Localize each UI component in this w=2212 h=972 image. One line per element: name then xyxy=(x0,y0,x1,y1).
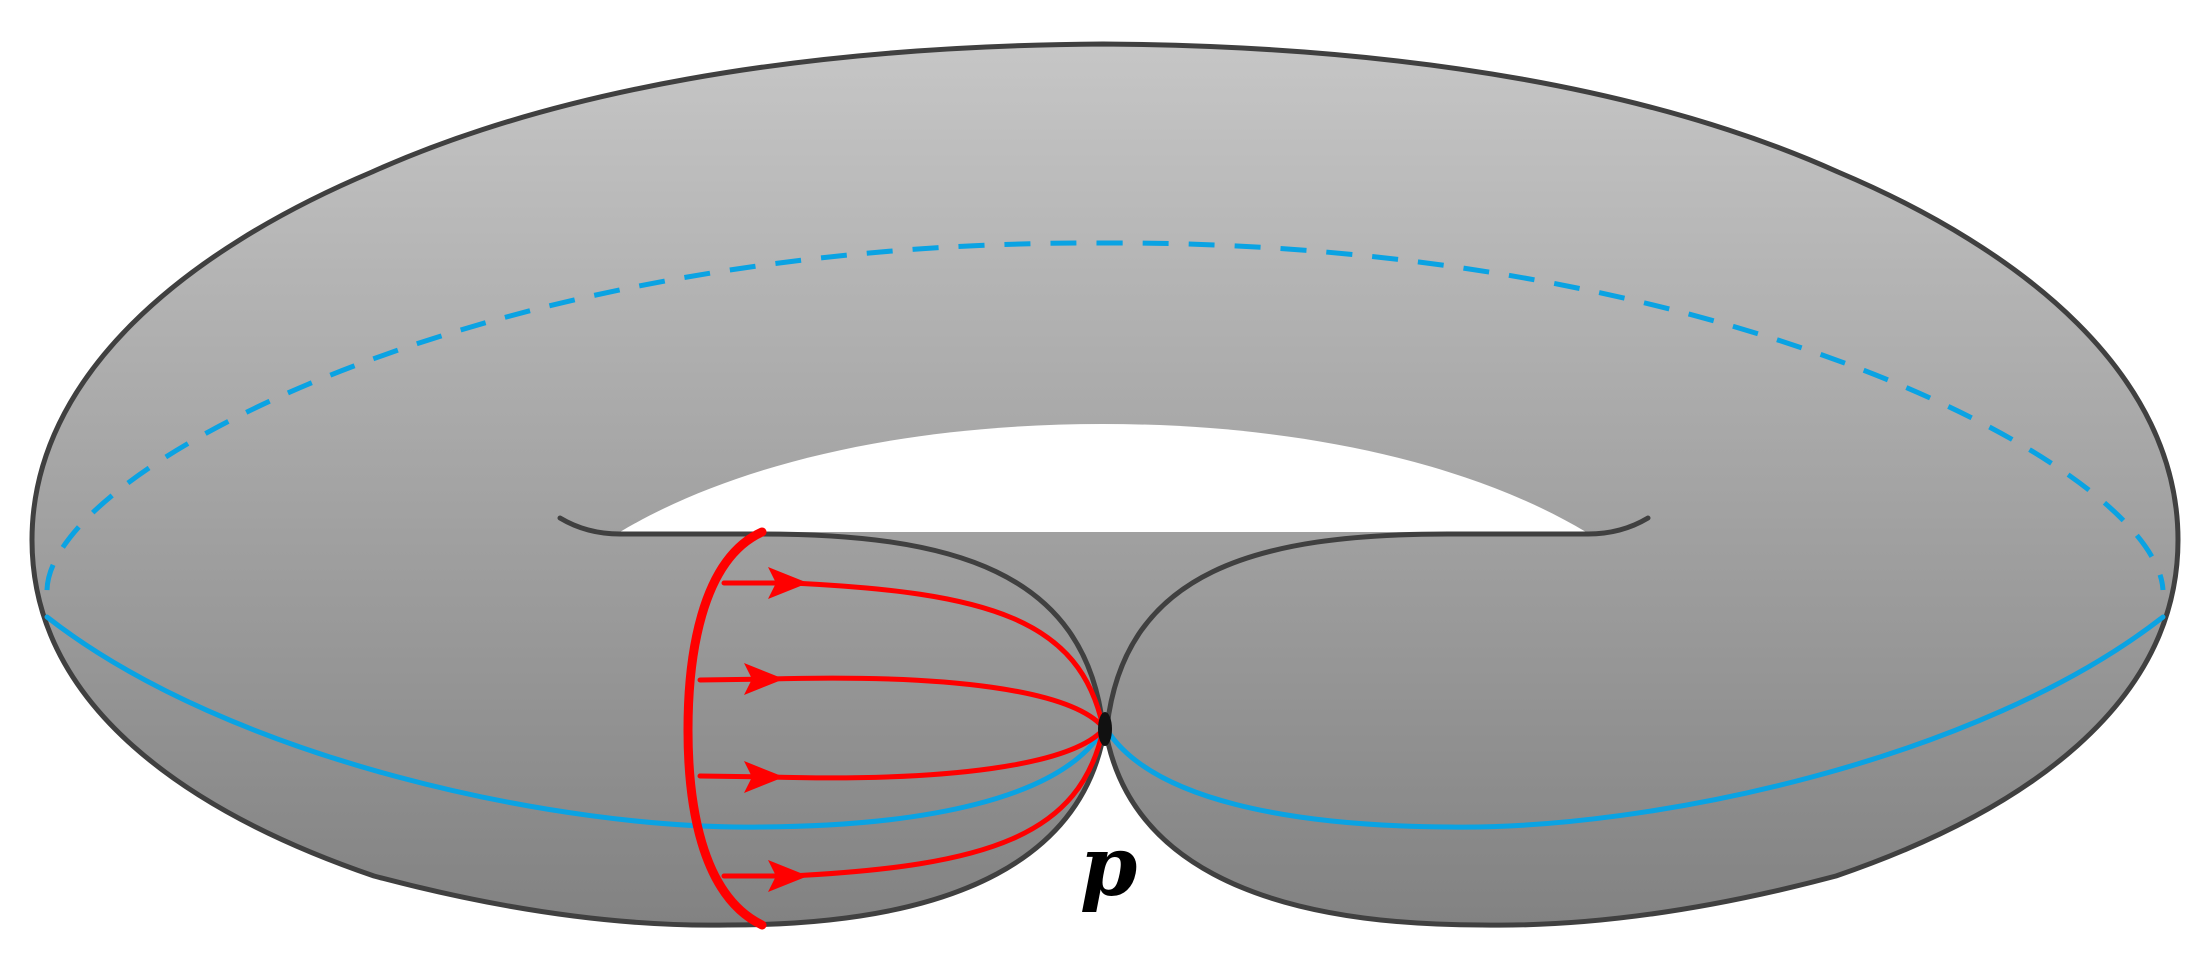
inner-fold-left xyxy=(557,515,1106,730)
red-cross-section-curve xyxy=(683,527,767,930)
arrowhead-icon xyxy=(744,761,784,793)
meridian-loop-front-left xyxy=(44,614,1106,830)
flow-line-4 xyxy=(721,727,1106,879)
point-label: p xyxy=(1080,819,1137,915)
inner-fold-right xyxy=(1104,515,1651,730)
flow-line-2 xyxy=(697,675,1106,730)
critical-point-marker xyxy=(1098,712,1112,746)
flow-arrowheads xyxy=(744,567,808,892)
flow-lines xyxy=(697,580,1106,879)
arrowhead-icon xyxy=(768,860,808,892)
arrowhead-icon xyxy=(744,663,784,695)
flow-line-3 xyxy=(697,727,1106,781)
flow-line-1 xyxy=(721,580,1106,730)
meridian-loop-back-dashed xyxy=(44,240,2166,591)
arrowhead-icon xyxy=(768,567,808,599)
torus-hole xyxy=(620,424,1586,532)
meridian-loop-front-right xyxy=(1104,614,2166,830)
